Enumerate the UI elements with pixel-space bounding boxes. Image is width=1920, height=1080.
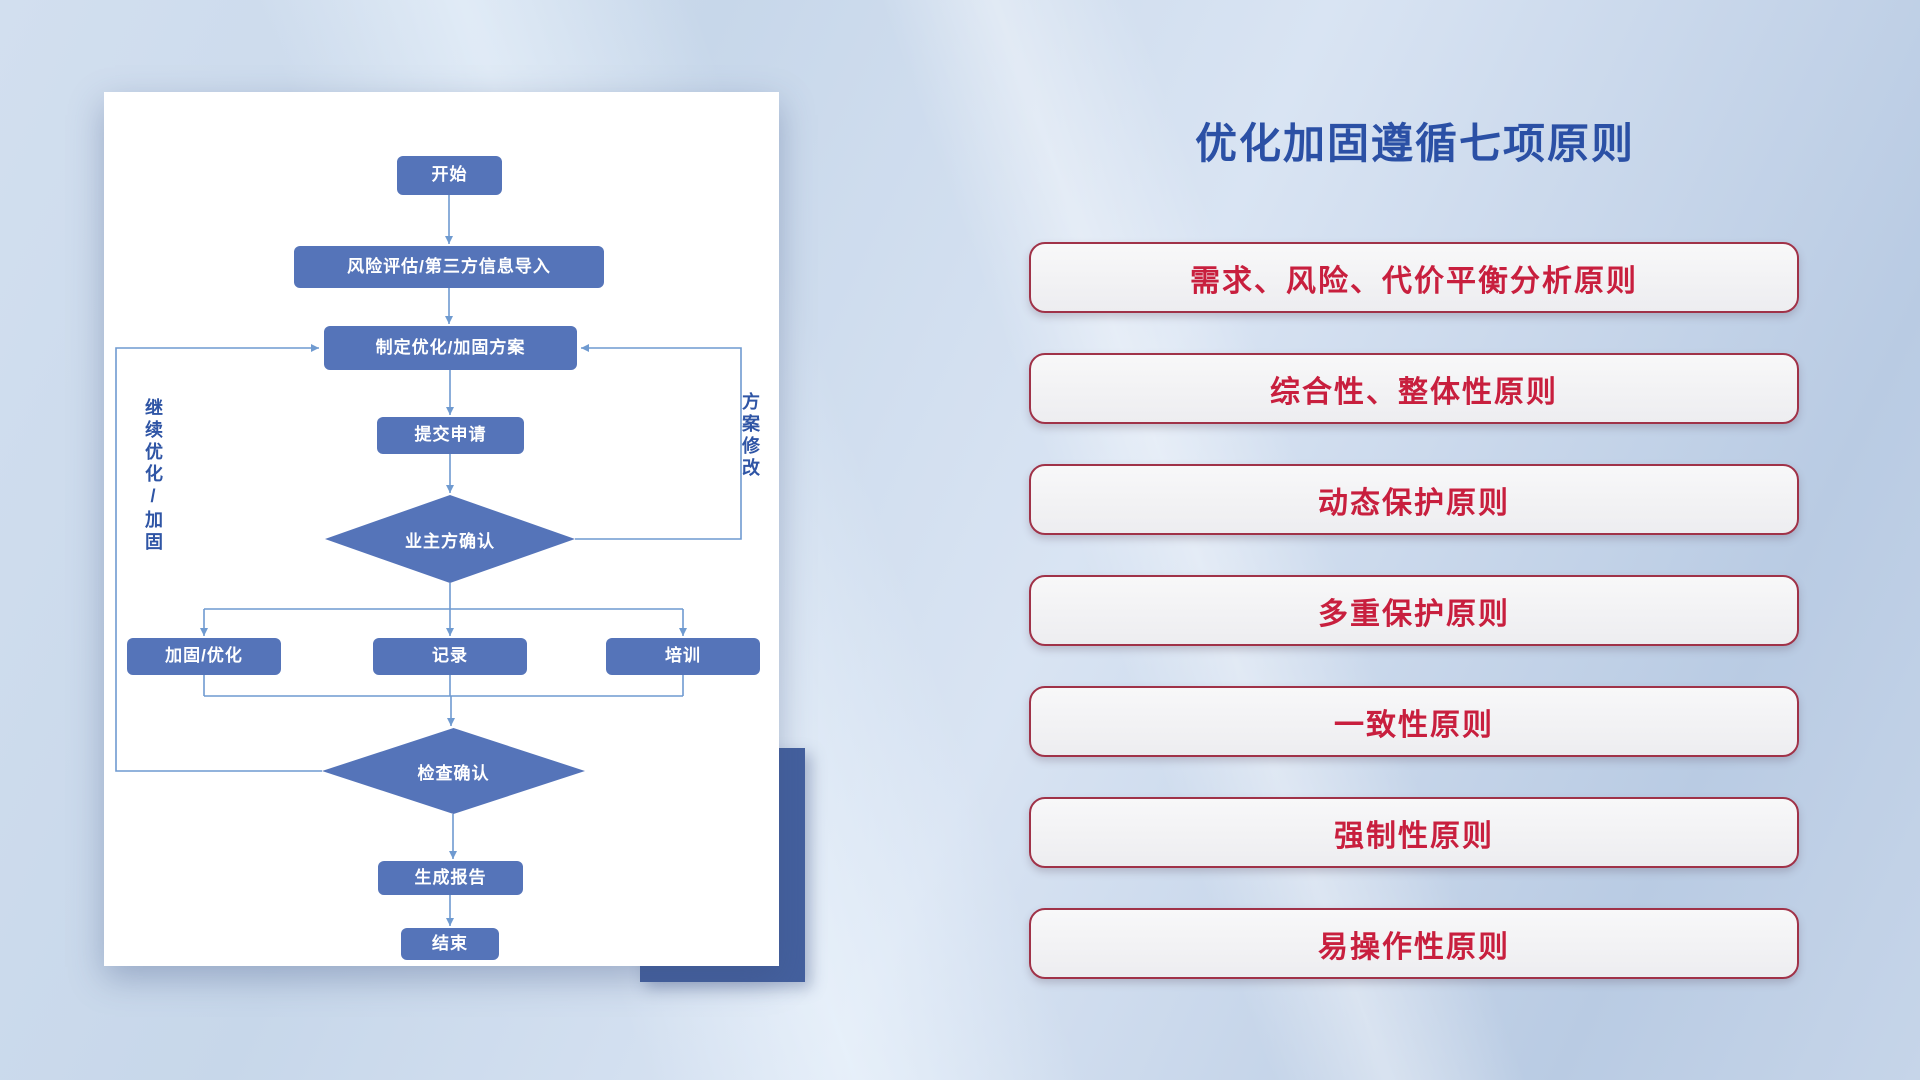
flow-node-make-plan: 制定优化/加固方案 (324, 326, 577, 370)
principles-title: 优化加固遵循七项原则 (1194, 120, 1635, 167)
flowchart-connectors (115, 195, 742, 926)
principle-item: 一致性原则 (1029, 686, 1799, 757)
principle-item: 综合性、整体性原则 (1029, 353, 1799, 424)
flow-node-risk-import: 风险评估/第三方信息导入 (294, 246, 604, 288)
loop-label-plan-revise: 方案修改 (740, 392, 760, 480)
principle-item: 动态保护原则 (1029, 464, 1799, 535)
flow-node-training: 培训 (606, 638, 760, 675)
principle-item: 易操作性原则 (1029, 908, 1799, 979)
flow-node-record: 记录 (373, 638, 527, 675)
flow-node-end: 结束 (401, 928, 499, 960)
principle-item: 需求、风险、代价平衡分析原则 (1029, 242, 1799, 313)
flow-node-submit: 提交申请 (377, 417, 524, 454)
principle-item: 强制性原则 (1029, 797, 1799, 868)
flow-node-report: 生成报告 (378, 861, 523, 895)
principle-item: 多重保护原则 (1029, 575, 1799, 646)
principles-list: 需求、风险、代价平衡分析原则 综合性、整体性原则 动态保护原则 多重保护原则 一… (1029, 242, 1799, 979)
loop-label-continue-optimize: 继续优化/加固 (143, 398, 163, 554)
flow-node-harden-optimize: 加固/优化 (127, 638, 281, 675)
flowchart-card: 开始 风险评估/第三方信息导入 制定优化/加固方案 提交申请 业主方确认 加固/… (104, 92, 779, 966)
flow-node-start: 开始 (397, 156, 502, 195)
